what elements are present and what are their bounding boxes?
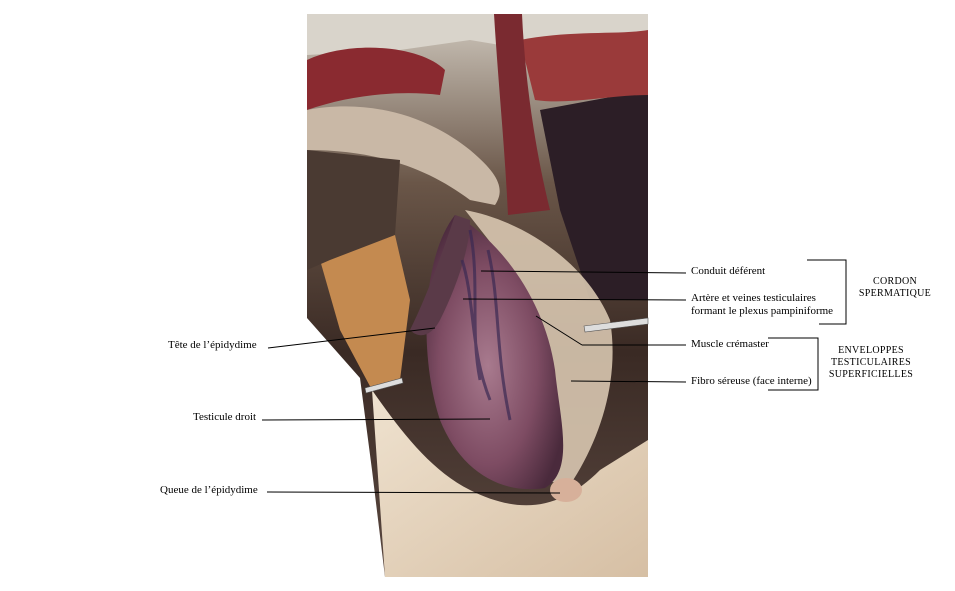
leader-fibro-sereuse <box>570 380 687 383</box>
bracket-cordon <box>807 259 847 325</box>
group-cordon-line2: SPERMATIQUE <box>858 288 932 299</box>
leader-queue-epididyme <box>266 491 561 494</box>
label-artere-veines-line1: Artère et veines testiculaires <box>691 292 816 304</box>
leader-tete-epididyme <box>267 327 436 349</box>
group-enveloppes-testiculaires: ENVELOPPES TESTICULAIRES SUPERFICIELLES <box>822 345 920 381</box>
label-testicule-droit: Testicule droit <box>193 411 257 423</box>
label-artere-veines-line2: formant le plexus pampiniforme <box>691 305 834 317</box>
leader-artere-veines <box>462 298 687 301</box>
label-conduit-deferent: Conduit déférent <box>691 265 766 277</box>
label-fibro-sereuse: Fibro séreuse (face interne) <box>691 375 812 387</box>
label-tete-epididyme: Tête de l’épidydime <box>168 339 257 351</box>
group-enveloppes-line1: ENVELOPPES <box>838 345 904 356</box>
group-cordon-spermatique: CORDON SPERMATIQUE <box>852 276 938 300</box>
label-muscle-cremaster: Muscle crémaster <box>691 338 769 350</box>
group-cordon-line1: CORDON <box>872 276 918 287</box>
leader-muscle-cremaster-diag <box>535 315 583 346</box>
group-enveloppes-line2: TESTICULAIRES <box>830 357 911 368</box>
group-enveloppes-line3: SUPERFICIELLES <box>828 369 914 380</box>
bracket-enveloppes <box>768 337 819 391</box>
leader-testicule-droit <box>261 418 491 421</box>
label-queue-epididyme: Queue de l’épidydime <box>160 484 258 496</box>
leader-conduit-deferent <box>480 270 687 274</box>
